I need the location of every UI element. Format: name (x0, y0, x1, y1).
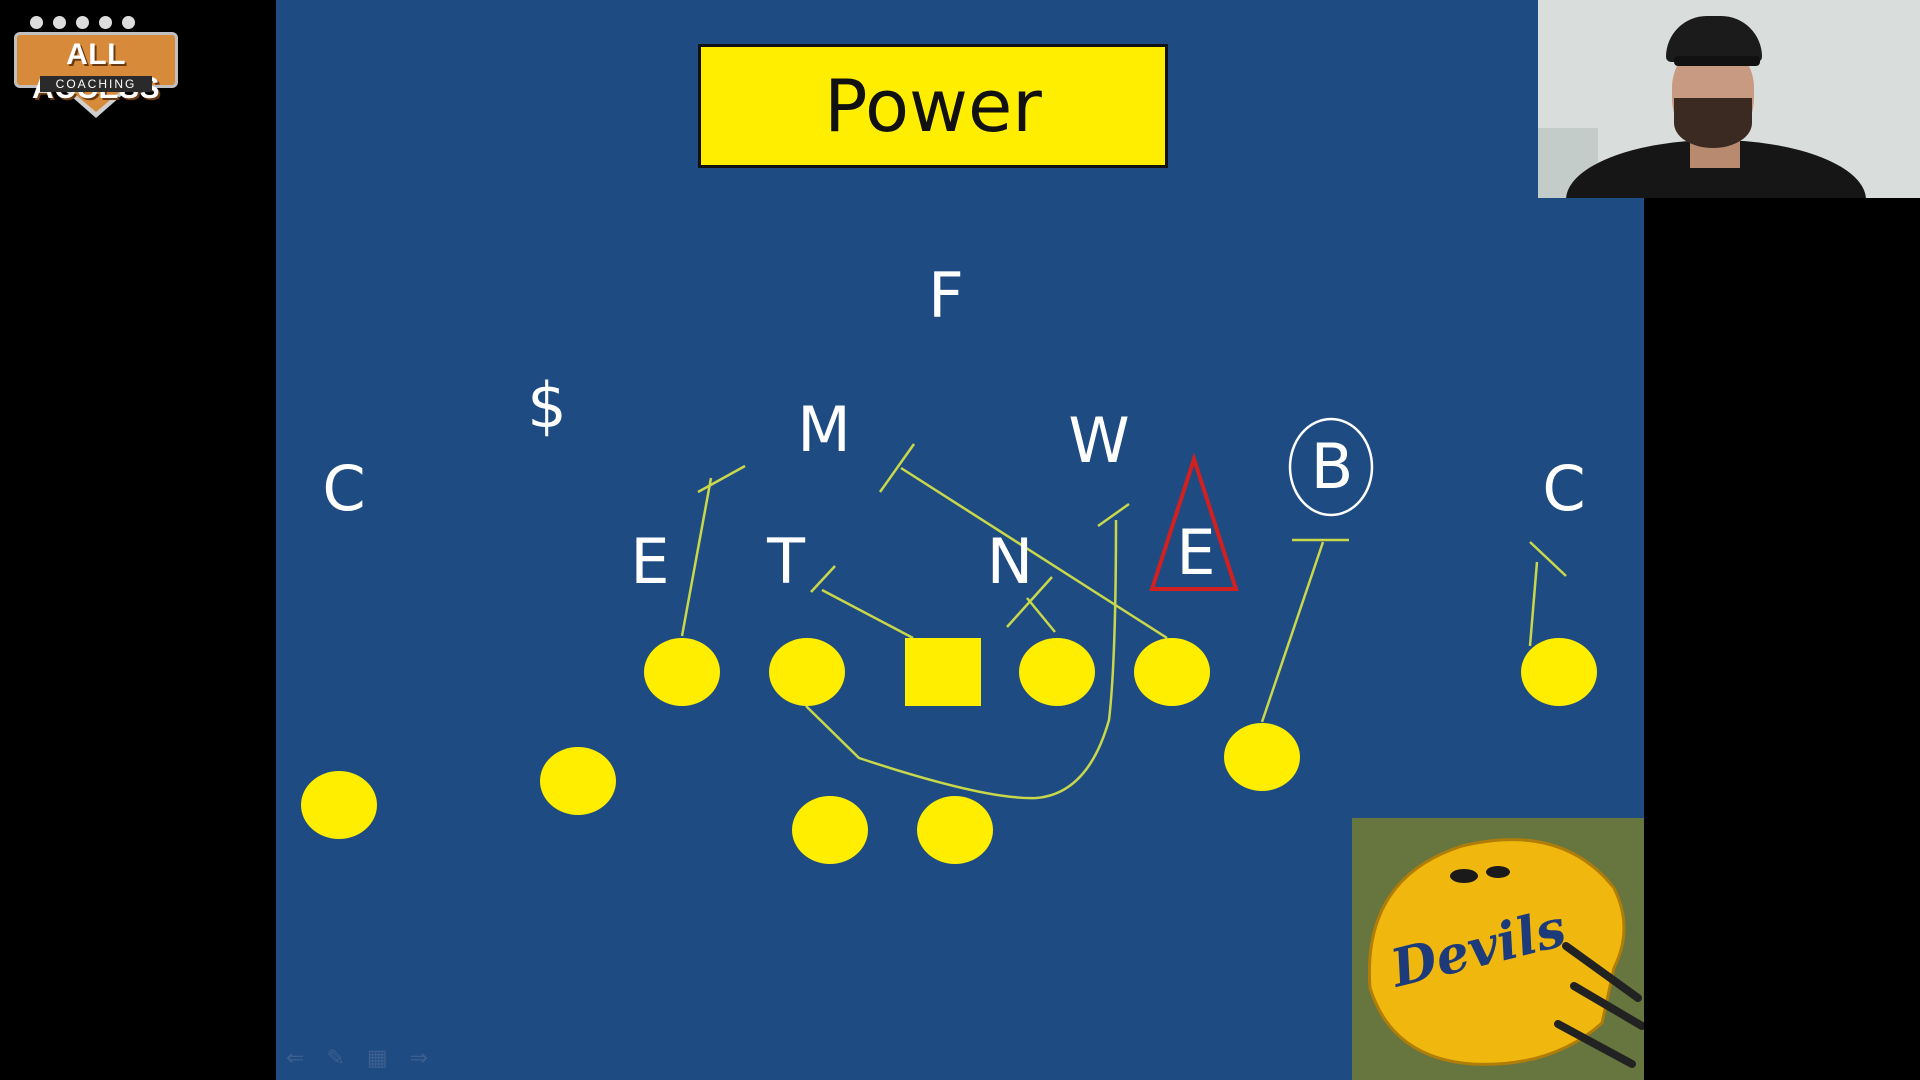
forward-arrow-icon[interactable]: ⇒ (409, 1046, 429, 1071)
defender-nose: N (987, 525, 1033, 598)
offense (301, 638, 1597, 864)
logo-title: ALL ACCESS (32, 38, 160, 105)
back-arrow-icon[interactable]: ⇐ (286, 1046, 305, 1071)
wideout-line (1528, 561, 1539, 647)
offense-player-wideout-right (1521, 638, 1597, 706)
slides-icon[interactable]: ▦ (366, 1046, 388, 1071)
offense-player-left-guard (769, 638, 845, 706)
defender-buck: B (1311, 430, 1354, 503)
wideout-line-cap (1529, 541, 1567, 577)
play-slide: Power (276, 0, 1644, 1080)
offense-player-slot-left (540, 747, 616, 815)
defender-end-right: E (1176, 516, 1215, 589)
offense-player-quarterback (792, 796, 868, 864)
defender-corner-right: C (1542, 452, 1585, 525)
defender-end-left: E (630, 525, 669, 598)
block-line-center-cap (878, 443, 916, 493)
assignment-lines (680, 443, 1567, 800)
all-access-coaching-logo: ALL ACCESS COACHING (12, 8, 180, 120)
defender-tackle: T (766, 525, 806, 598)
logo-dots (30, 14, 135, 30)
logo-subtitle: COACHING (40, 76, 152, 92)
offense-player-right-guard (1019, 638, 1095, 706)
wing-block-line (1260, 541, 1325, 723)
block-line-left-tackle (680, 477, 713, 637)
devils-helmet-image: Devils (1352, 818, 1644, 1080)
block-line-center (900, 466, 1168, 640)
defensive-end-triangle (1149, 452, 1239, 591)
defense-labels: F $ C M W E T N E B C (322, 259, 1585, 598)
pull-path (805, 519, 1118, 800)
defender-corner-left: C (322, 452, 365, 525)
defender-free-safety: F (928, 259, 964, 332)
slide-title: Power (824, 64, 1042, 148)
offense-player-running-back (917, 796, 993, 864)
offense-player-center (905, 638, 981, 706)
block-line-left-guard (821, 588, 914, 640)
block-line-right-guard-cap (1006, 576, 1053, 628)
presenter-webcam (1538, 0, 1920, 198)
block-line-left-guard-cap (810, 565, 836, 593)
offense-player-wideout-left (301, 771, 377, 839)
pen-icon[interactable]: ✎ (326, 1046, 345, 1071)
offense-player-wing (1224, 723, 1300, 791)
offense-player-right-tackle (1134, 638, 1210, 706)
block-line-right-guard (1026, 597, 1056, 633)
defender-will: W (1068, 404, 1129, 477)
play-diagram: F $ C M W E T N E B C (301, 259, 1597, 864)
offense-player-left-tackle (644, 638, 720, 706)
title-box: Power (698, 44, 1168, 168)
pull-path-cap (1097, 502, 1130, 528)
buck-linebacker-circle (1288, 417, 1374, 517)
block-line-left-tackle-cap (697, 464, 746, 494)
defender-mike: M (797, 393, 851, 466)
slide-nav-toolbar: ⇐ ✎ ▦ ⇒ (286, 1046, 428, 1071)
defender-strong-safety: $ (527, 369, 566, 442)
